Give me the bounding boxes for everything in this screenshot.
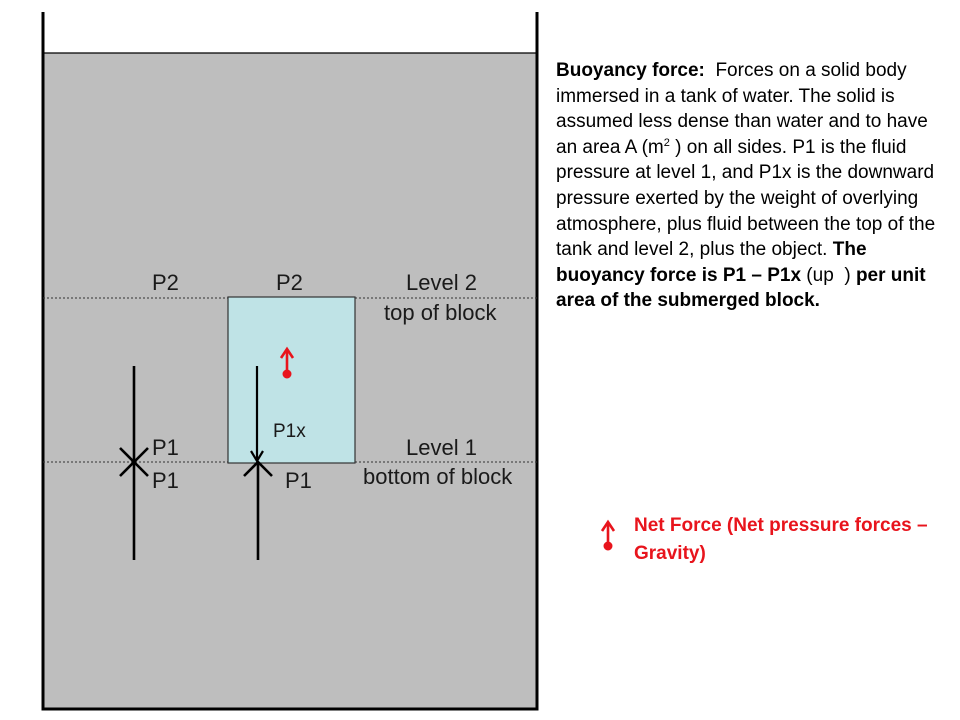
- description-superscript: 2: [663, 136, 670, 149]
- label-level-2: Level 2: [406, 270, 477, 295]
- label-p1x: P1x: [273, 421, 306, 442]
- label-p2-block: P2: [276, 270, 303, 295]
- p1-up-arrow: [243, 460, 273, 560]
- label-p1-block: P1: [285, 468, 312, 493]
- description-bold-2: per unit area of the submerged block.: [556, 264, 926, 312]
- label-top-of-block: top of block: [384, 300, 498, 325]
- description-text-2: ) on all sides. P1 is the fluid pressure…: [556, 136, 936, 261]
- label-p2-left: P2: [152, 270, 179, 295]
- label-level-1: Level 1: [406, 435, 477, 460]
- legend-net-force-icon: [600, 519, 616, 551]
- description-paren: (up ): [806, 264, 851, 286]
- description-title: Buoyancy force:: [556, 60, 705, 81]
- description-text-1: Forces on a solid body immersed in a tan…: [556, 60, 928, 158]
- legend-net-force-label: Net Force (Net pressure forces – Gravity…: [634, 515, 928, 564]
- buoyancy-description: Buoyancy force: Forces on a solid body i…: [556, 58, 952, 314]
- description-bold-1: The buoyancy force is P1 – P1x: [556, 239, 867, 286]
- submerged-block: [227, 296, 356, 464]
- left-pressure-arrows: [119, 366, 149, 560]
- tank-wall: [41, 12, 539, 711]
- label-bottom-of-block: bottom of block: [363, 464, 513, 489]
- label-p1-left-upper: P1: [152, 435, 179, 460]
- net-force-arrow: [279, 346, 295, 379]
- label-p1-left-lower: P1: [152, 468, 179, 493]
- p1x-down-arrow: [250, 366, 264, 464]
